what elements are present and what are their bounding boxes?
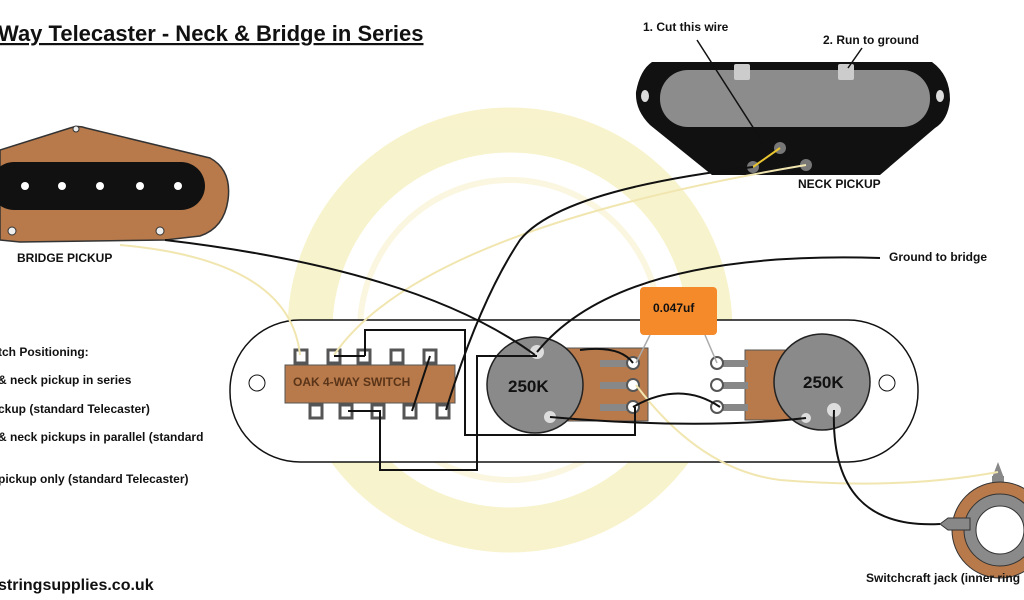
volume-pot — [486, 336, 649, 434]
jack-label: Switchcraft jack (inner ring — [866, 571, 1020, 585]
legend-heading: tch Positioning: — [0, 345, 89, 359]
website-url: stringsupplies.co.uk — [0, 577, 154, 594]
output-jack — [939, 462, 1024, 579]
legend-item: & neck pickup in series — [0, 373, 132, 387]
pot-2-value: 250K — [803, 373, 844, 392]
plate-screw-hole — [248, 374, 266, 392]
capacitor-value: 0.047uf — [653, 301, 695, 315]
bridge-pickup-label: BRIDGE PICKUP — [17, 251, 112, 265]
plate-screw-hole — [878, 374, 896, 392]
cut-wire-note: 1. Cut this wire — [643, 20, 729, 34]
cap-lead — [635, 334, 651, 364]
legend-item: pickup only (standard Telecaster) — [0, 472, 189, 486]
pot-1-value: 250K — [508, 377, 549, 396]
cap-lead — [704, 334, 718, 364]
switch-positioning-legend: tch Positioning: & neck pickup in series… — [0, 345, 203, 486]
legend-item: ckup (standard Telecaster) — [0, 402, 150, 416]
bridge-pickup — [0, 125, 230, 243]
run-to-ground-note: 2. Run to ground — [823, 33, 919, 47]
ground-pointer — [847, 47, 863, 69]
neck-pickup-label: NECK PICKUP — [798, 177, 881, 191]
cut-wire-pointer — [696, 39, 766, 147]
legend-item: & neck pickups in parallel (standard — [0, 430, 203, 444]
diagram-title: Way Telecaster - Neck & Bridge in Series — [0, 21, 424, 46]
capacitor — [640, 287, 717, 335]
ground-to-bridge-note: Ground to bridge — [889, 250, 987, 264]
neck-pickup — [635, 62, 950, 175]
switch-label: OAK 4-WAY SWITCH — [293, 375, 410, 389]
wiring — [119, 164, 999, 526]
